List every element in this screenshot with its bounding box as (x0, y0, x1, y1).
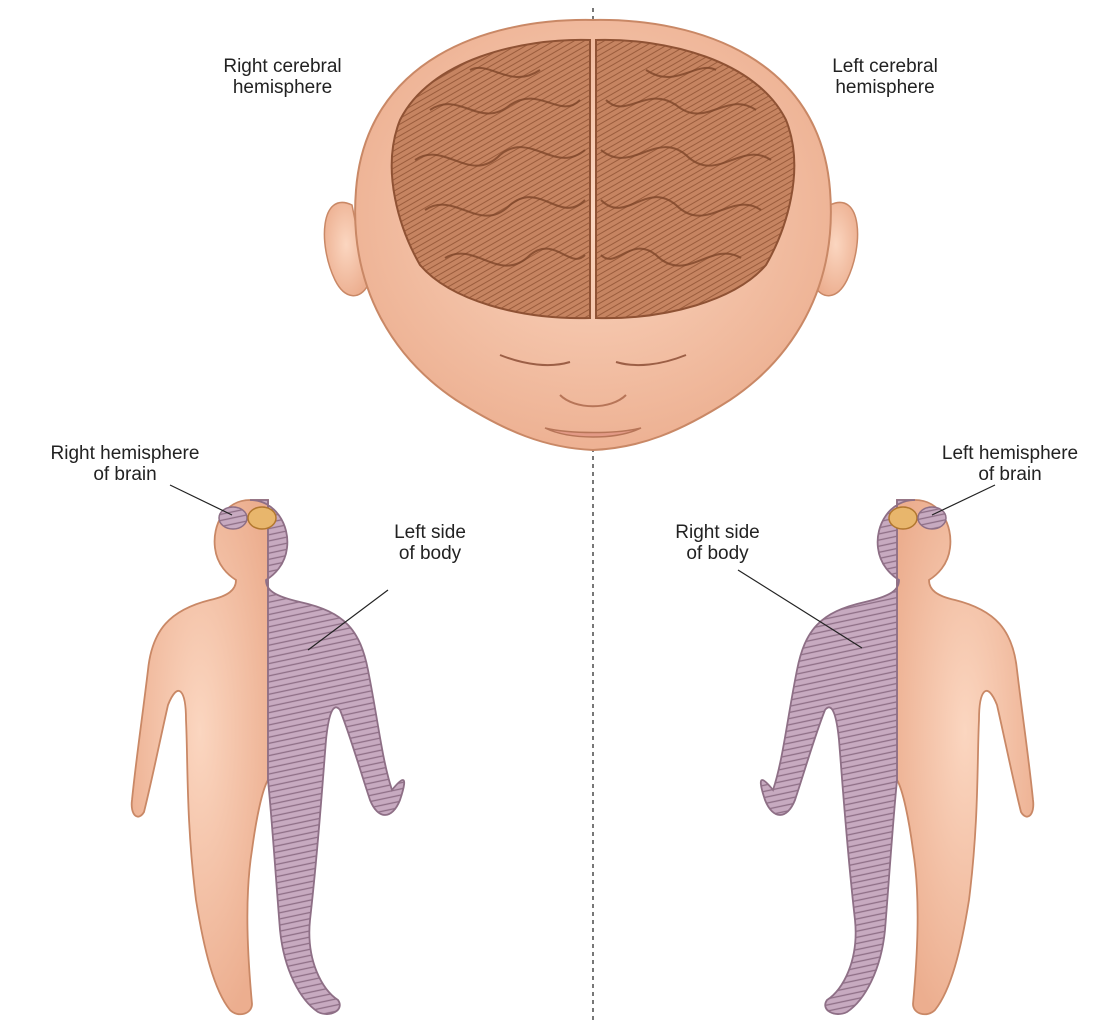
leader-right-hemisphere (170, 485, 232, 515)
left-figure (132, 485, 405, 1014)
head-top-view (324, 20, 857, 450)
label-right-hemisphere-of-brain: Right hemisphere of brain (15, 443, 235, 485)
left-figure-body-skin (132, 500, 268, 1014)
label-left-hemisphere-of-brain: Left hemisphere of brain (910, 443, 1110, 485)
right-figure-body-skin (897, 500, 1033, 1014)
right-figure-body-hatched (761, 500, 915, 1014)
leader-left-hemisphere (932, 485, 995, 515)
label-left-side-of-body: Left side of body (375, 522, 485, 564)
left-figure-brain-plain (248, 507, 276, 529)
label-right-side-of-body: Right side of body (660, 522, 775, 564)
label-right-cerebral-hemisphere: Right cerebral hemisphere (195, 56, 370, 98)
right-figure-brain-plain (889, 507, 917, 529)
right-figure (738, 485, 1033, 1014)
left-figure-body-hatched (250, 500, 404, 1014)
label-left-cerebral-hemisphere: Left cerebral hemisphere (800, 56, 970, 98)
